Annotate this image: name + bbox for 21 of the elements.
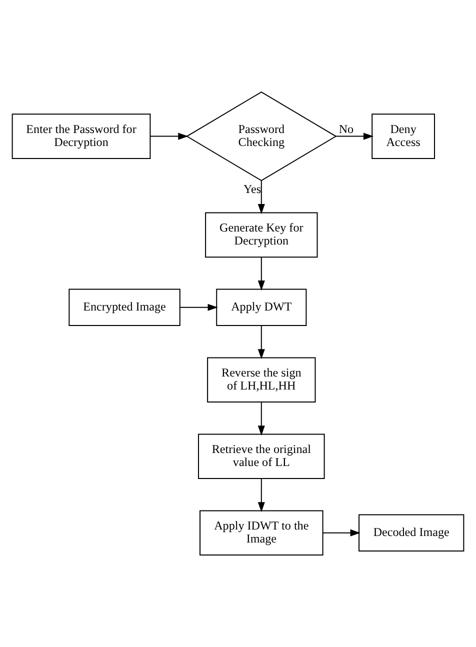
node-box: Reverse the sign of LH,HL,HH	[207, 357, 316, 402]
arrow	[336, 132, 374, 140]
node-box: Decoded Image	[358, 514, 464, 552]
arrow	[180, 304, 218, 311]
arrow	[258, 326, 265, 360]
node-box: Apply DWT	[216, 288, 307, 326]
arrow	[258, 478, 265, 512]
edge-label: No	[338, 122, 354, 136]
node-box: Enter the Password for Decryption	[12, 114, 151, 159]
arrow	[322, 529, 360, 536]
node-box: Generate Key for Decryption	[205, 212, 318, 258]
node-box: Encrypted Image	[68, 288, 180, 326]
arrow	[258, 402, 265, 436]
arrow	[258, 257, 265, 291]
node-diamond: Password Checking	[186, 91, 337, 182]
node-box: Retrieve the original value of LL	[198, 434, 325, 479]
edge-label: Yes	[244, 182, 262, 196]
arrow	[258, 180, 265, 214]
node-box: Apply IDWT to the Image	[200, 510, 324, 556]
arrow	[150, 132, 188, 140]
node-box: Deny Access	[372, 114, 435, 159]
